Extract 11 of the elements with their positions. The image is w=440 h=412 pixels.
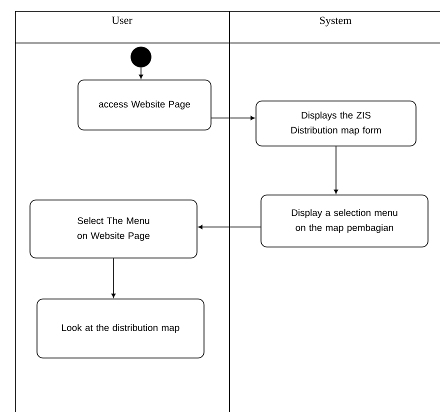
arrow [138, 67, 144, 79]
start-node [130, 46, 152, 68]
activity-box: Display a selection menu on the map pembagian [260, 194, 428, 248]
activity-box: access Website Page [78, 80, 212, 130]
activity-box: Displays the ZIS Distribution map form [256, 100, 416, 146]
arrow [211, 116, 255, 120]
arrow [111, 258, 116, 298]
activity-box: Select The Menu on Website Page [30, 200, 198, 258]
activity-box: Look at the distribution map [36, 298, 204, 358]
arrow [334, 146, 338, 194]
arrow [198, 224, 261, 230]
